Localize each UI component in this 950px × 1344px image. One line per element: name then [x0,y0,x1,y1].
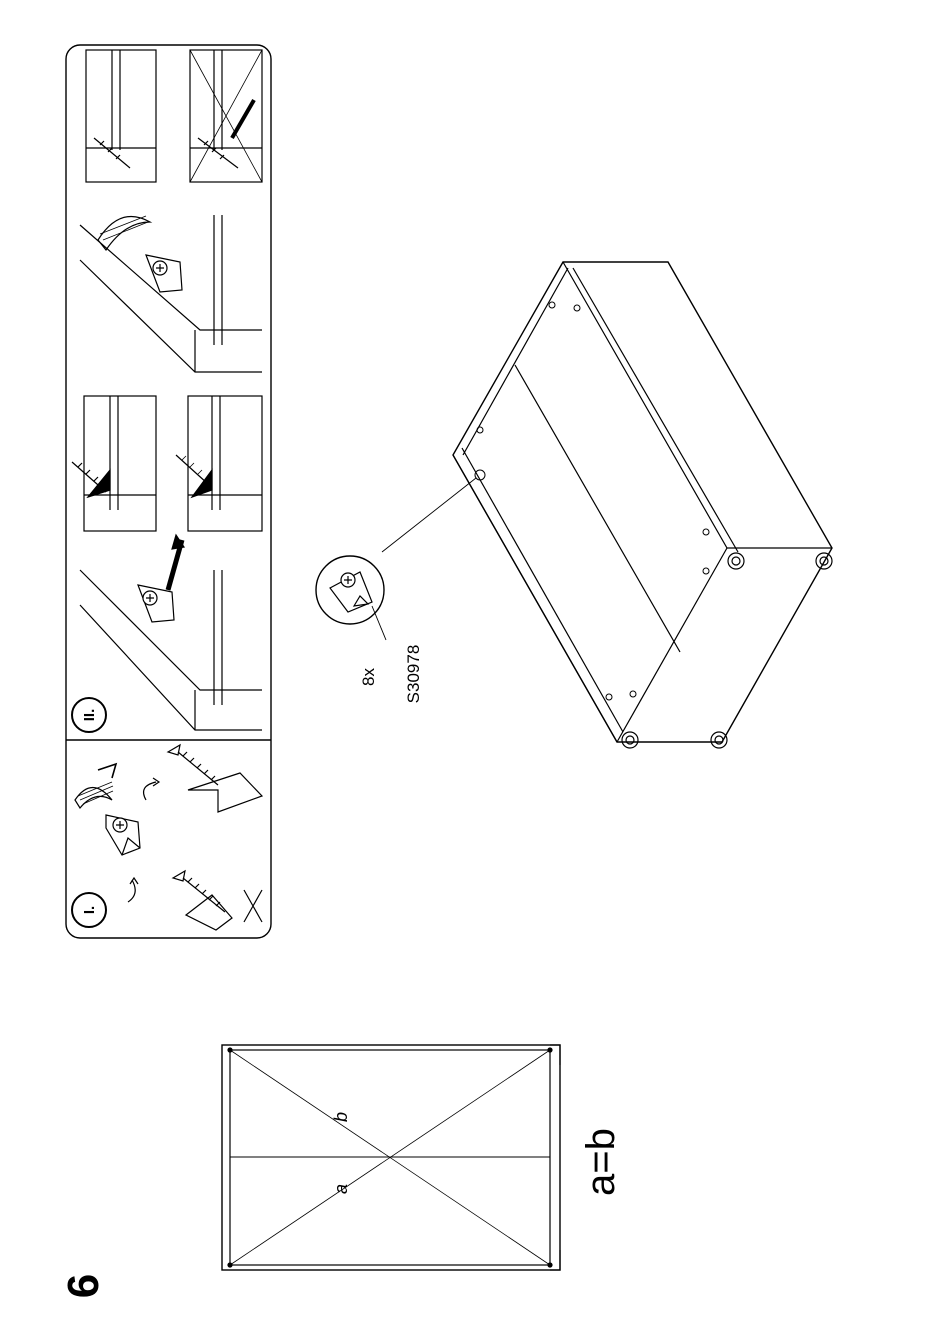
screw-icon [80,455,262,730]
callout-leader [372,606,386,640]
stage-2-diagram [72,50,262,730]
cross-out-icon [190,50,262,182]
part-quantity: 8x [358,657,378,697]
callout-magnifier [316,556,384,624]
arrow-icon [128,880,135,902]
corner-bracket-icon [138,585,174,622]
screw-icon [153,261,167,275]
diagonal-check-diagram [222,1045,560,1270]
cross-out-icon [244,890,262,922]
callout-leader [382,478,476,552]
screw-icon [198,138,238,168]
cabinet-carcass [316,262,832,748]
screw-icon [143,591,157,605]
stage-2-badge: II. [71,697,107,733]
diagonal-label-b: b [330,1107,352,1127]
corner-bracket-icon [188,773,262,812]
step-number: 6 [56,1258,112,1314]
cabinet-foot [622,732,638,748]
screw-icon [341,573,355,587]
cabinet-foot [728,553,744,569]
cross-out-icon [182,456,202,474]
diagonal-equation: a=b [579,1116,623,1208]
instruction-panel [66,45,832,1270]
arrow-icon [232,100,254,138]
stage-1-badge: I. [71,892,107,928]
screw-icon [113,818,127,832]
screwdriver-icon [75,764,116,808]
screw-icon [173,871,225,912]
cabinet-foot [711,732,727,748]
part-code: S30978 [403,629,423,719]
diagonal-label-a: a [330,1179,352,1199]
screw-icon [72,462,106,492]
screw-icon [168,745,218,785]
screwdriver-icon [98,216,150,250]
